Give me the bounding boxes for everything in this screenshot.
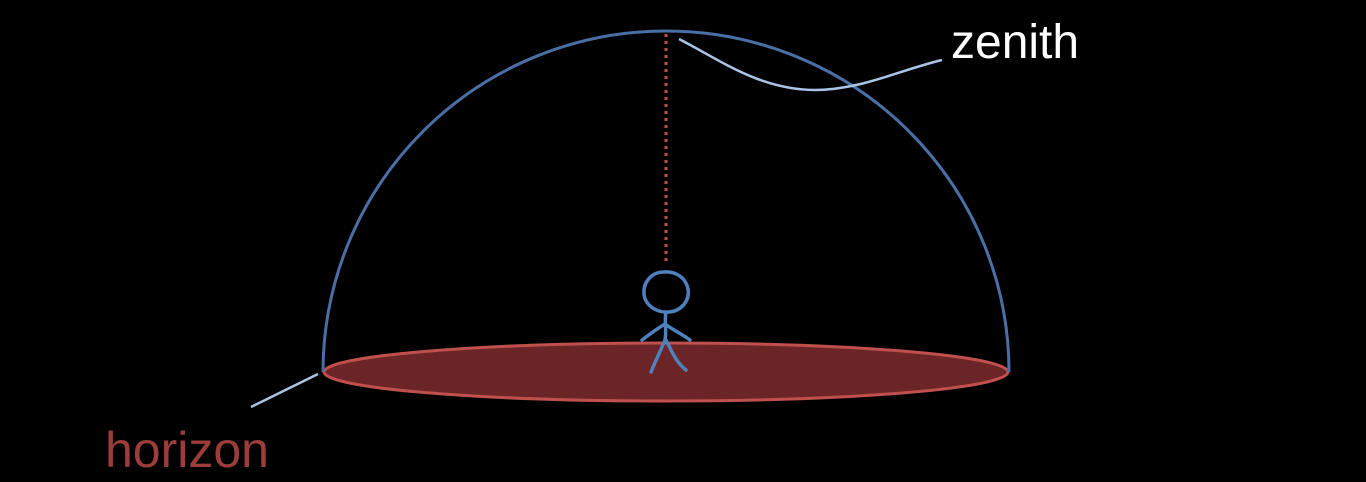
observer-arms bbox=[640, 322, 692, 342]
horizon-label: horizon bbox=[105, 422, 269, 478]
zenith-leader-line bbox=[678, 37, 943, 92]
horizon-leader-line bbox=[250, 372, 319, 409]
observer-legs bbox=[649, 338, 688, 374]
observer-head bbox=[642, 270, 691, 314]
zenith-label: zenith bbox=[951, 16, 1079, 69]
horizon-plane bbox=[322, 341, 1010, 403]
sky-dome bbox=[321, 29, 1011, 373]
observer-figure bbox=[640, 270, 692, 374]
